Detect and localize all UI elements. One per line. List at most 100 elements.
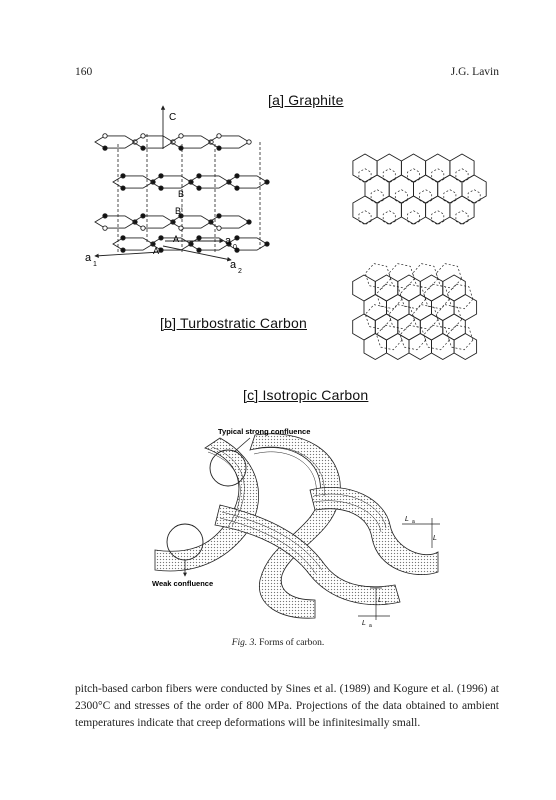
- graphite-ring: [112, 237, 154, 251]
- rotated-layer-hexagon: [364, 263, 392, 289]
- graphite-hexagon: [376, 195, 402, 225]
- graphite-offset-hexagon: [358, 168, 372, 184]
- carbon-atom: [196, 173, 202, 179]
- turbostratic-hexagon: [397, 274, 421, 302]
- graphite-hexagon: [364, 174, 390, 204]
- strong-confluence-label: Typical strong confluence: [218, 427, 310, 436]
- atom-label-b: B: [178, 189, 184, 199]
- graphite-offset-hexagon: [382, 210, 396, 226]
- graphite-hexagon: [425, 195, 451, 225]
- isotropic-carbon-diagram: Typical strong confluence Weak confluenc…: [152, 427, 440, 629]
- turbostratic-hexagon: [431, 293, 455, 322]
- graphite-ring: [150, 175, 192, 189]
- graphite-hexagon: [449, 195, 475, 225]
- atom-label-a: A: [173, 234, 179, 244]
- turbostratic-hexagon: [419, 274, 444, 302]
- rotated-layer-hexagon: [399, 283, 426, 310]
- rotated-layer-hexagon: [412, 263, 439, 289]
- page-number: 160: [75, 66, 93, 78]
- carbon-atom: [246, 219, 252, 225]
- caption-text: Forms of carbon.: [256, 638, 325, 648]
- graphite-hexagon: [352, 153, 378, 183]
- section-b-title: [b] Turbostratic Carbon: [160, 315, 307, 331]
- carbon-atom: [216, 225, 222, 231]
- carbon-atom: [196, 235, 202, 241]
- carbon-atom: [196, 185, 202, 191]
- graphite-hexagon: [413, 174, 439, 204]
- graphite-hexagon: [400, 195, 427, 225]
- turbostratic-hexagon: [363, 332, 387, 361]
- body-text: pitch-based carbon fibers were conducted…: [75, 681, 499, 732]
- atom-label-a-prime: A': [153, 246, 161, 256]
- rotated-layer-hexagon: [364, 304, 392, 330]
- graphite-ring: [208, 215, 250, 229]
- carbon-atom: [234, 185, 240, 191]
- carbon-atom: [102, 213, 108, 219]
- lc-dimension-subscript-bottom: c: [385, 600, 388, 606]
- graphite-offset-hexagon: [419, 189, 433, 205]
- carbon-atom: [158, 247, 164, 253]
- carbon-atom: [178, 225, 184, 231]
- carbon-atom: [158, 235, 164, 241]
- carbon-atom: [264, 241, 270, 247]
- rotated-layer-hexagon: [423, 283, 450, 310]
- carbon-atom: [140, 133, 146, 139]
- graphite-offset-hexagon: [394, 189, 408, 205]
- turbostratic-hexagon: [352, 274, 376, 302]
- graphite-hexagon: [461, 174, 487, 204]
- graphite-ring: [132, 135, 174, 149]
- graphite-ring: [226, 175, 268, 189]
- atom-label-b-prime: B': [175, 206, 183, 216]
- lc-dimension-label-right: L: [433, 535, 437, 542]
- rotated-layer-hexagon: [376, 324, 403, 351]
- rotated-layer-hexagon: [447, 324, 474, 351]
- c-axis-label: C: [169, 112, 176, 123]
- rotated-layer-hexagon: [388, 263, 415, 289]
- graphite-lattice-diagram: C a 1 a 2 a 0 A A' B B': [85, 105, 270, 275]
- graphite-hexagon: [388, 174, 414, 204]
- graphite-offset-hexagon: [407, 210, 420, 226]
- carbon-atom: [140, 145, 146, 151]
- la-dimension-label-bottom: L: [362, 620, 366, 627]
- graphite-ring: [188, 237, 230, 251]
- graphite-offset-hexagon: [467, 189, 481, 205]
- graphite-offset-hexagon: [443, 189, 457, 205]
- graphite-hexagon: [376, 153, 402, 183]
- carbon-atom: [158, 185, 164, 191]
- rotated-layer-hexagon: [435, 304, 462, 330]
- carbon-atom: [120, 247, 126, 253]
- graphite-hexagon: [352, 195, 378, 225]
- a2-axis-subscript: 2: [238, 268, 242, 275]
- graphite-ring: [226, 237, 268, 251]
- graphite-offset-hexagon: [455, 168, 469, 184]
- carbon-atom: [264, 179, 270, 185]
- carbon-atom: [216, 133, 222, 139]
- running-head: J.G. Lavin: [450, 66, 499, 78]
- carbon-atom: [216, 145, 222, 151]
- section-c-title: [c] Isotropic Carbon: [243, 387, 369, 403]
- turbostratic-hexagon: [442, 274, 466, 302]
- turbostratic-hexagon: [352, 313, 376, 341]
- section-a-title: [a] Graphite: [268, 92, 344, 108]
- rotated-layer-hexagon: [376, 283, 403, 310]
- graphite-ring: [132, 215, 174, 229]
- la-dimension-label-top: L: [405, 516, 409, 523]
- rotated-layer-hexagon: [388, 304, 415, 330]
- a0-axis-subscript: 0: [233, 244, 237, 251]
- graphite-hexagon: [425, 153, 451, 183]
- carbon-atom: [234, 235, 240, 241]
- carbon-atom: [246, 139, 252, 145]
- carbon-atom: [120, 185, 126, 191]
- figure-caption: Fig. 3. Forms of carbon.: [0, 638, 556, 648]
- turbostratic-hexagon: [386, 332, 410, 361]
- turbostratic-hexagons: [352, 263, 478, 361]
- carbon-atom: [102, 145, 108, 151]
- carbon-atom: [196, 247, 202, 253]
- graphite-offset-hexagon: [431, 210, 445, 226]
- carbon-atom: [140, 225, 146, 231]
- turbostratic-hexagon: [453, 332, 478, 361]
- graphite-offset-hexagon: [455, 210, 469, 226]
- carbon-atom: [120, 235, 126, 241]
- la-dimension-subscript-bottom: a: [369, 623, 372, 629]
- carbon-atom: [140, 213, 146, 219]
